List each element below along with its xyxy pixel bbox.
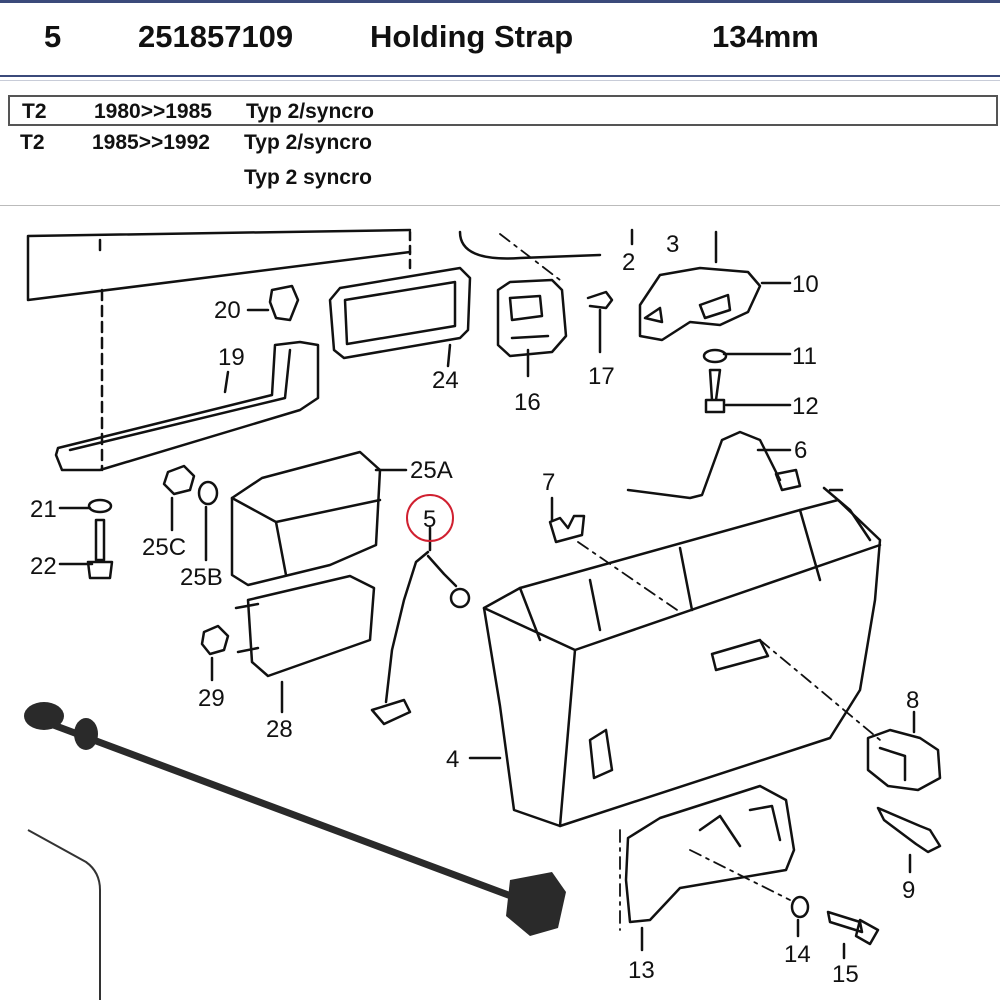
top-border — [0, 0, 1000, 3]
pin-17 — [586, 290, 614, 310]
label-21: 21 — [30, 496, 57, 523]
label-5: 5 — [423, 506, 436, 533]
label-9: 9 — [902, 877, 915, 904]
label-8: 8 — [906, 687, 919, 714]
label-11: 11 — [792, 343, 817, 370]
desc-cell: Typ 2/syncro — [244, 131, 372, 154]
nut-25C — [162, 464, 196, 496]
part-number: 5 — [44, 19, 62, 54]
photo-backdrop-edge — [27, 829, 101, 1000]
label-15: 15 — [832, 961, 859, 988]
header-divider-light — [0, 80, 1000, 81]
latch-16 — [496, 278, 568, 358]
clip-7 — [548, 514, 586, 544]
label-16: 16 — [514, 389, 541, 416]
label-24: 24 — [432, 367, 459, 394]
application-row[interactable]: Typ 2 syncro — [8, 161, 998, 196]
desc-cell: Typ 2 syncro — [244, 166, 372, 189]
label-2: 2 — [622, 249, 635, 276]
label-25A: 25A — [410, 457, 453, 484]
label-19: 19 — [218, 344, 245, 371]
label-20: 20 — [214, 297, 241, 324]
label-28: 28 — [266, 716, 293, 743]
label-17: 17 — [588, 363, 615, 390]
clip-20 — [268, 284, 300, 322]
screw-12 — [704, 368, 726, 414]
nut-29 — [200, 624, 230, 656]
highlight-circle — [406, 494, 454, 542]
trim-strip-19 — [54, 340, 320, 472]
label-22: 22 — [30, 553, 57, 580]
label-12: 12 — [792, 393, 819, 420]
part-header: 5 251857109 Holding Strap 134mm — [0, 3, 1000, 73]
label-10: 10 — [792, 271, 819, 298]
glovebox-4 — [482, 498, 882, 828]
washer-25B — [197, 480, 219, 506]
years-cell: 1985>>1992 — [92, 131, 210, 154]
application-row[interactable]: T2 1980>>1985 Typ 2/syncro — [8, 95, 998, 126]
cover-25A — [230, 450, 382, 587]
label-14: 14 — [784, 941, 811, 968]
washer-14 — [790, 895, 810, 919]
screw-15 — [826, 910, 880, 946]
grille-28 — [246, 574, 376, 678]
label-4: 4 — [446, 746, 459, 773]
part-name: Holding Strap — [370, 19, 574, 54]
label-25B: 25B — [180, 564, 223, 591]
washer-21 — [87, 498, 113, 514]
header-divider — [0, 75, 1000, 77]
label-7: 7 — [542, 469, 555, 496]
years-cell: 1980>>1985 — [94, 100, 212, 123]
part-code: 251857109 — [138, 19, 294, 54]
part-size: 134mm — [712, 19, 819, 54]
strap-5-diagram — [384, 550, 430, 704]
model-cell: T2 — [22, 100, 47, 123]
screw-22 — [86, 518, 114, 580]
frame-24 — [328, 266, 472, 360]
application-row[interactable]: T2 1985>>1992 Typ 2/syncro — [8, 126, 998, 161]
cable-6 — [626, 430, 782, 500]
application-table: T2 1980>>1985 Typ 2/syncro T2 1985>>1992… — [8, 95, 998, 196]
desc-cell: Typ 2/syncro — [246, 100, 374, 123]
label-29: 29 — [198, 685, 225, 712]
bracket-13 — [624, 784, 796, 924]
label-13: 13 — [628, 957, 655, 984]
key-9 — [876, 806, 942, 854]
strap-photo — [24, 702, 566, 936]
switch-8 — [866, 728, 942, 792]
bracket-10 — [638, 266, 762, 342]
washer-11 — [702, 348, 728, 364]
table-divider — [0, 205, 1000, 206]
label-6: 6 — [794, 437, 807, 464]
model-cell: T2 — [20, 131, 45, 154]
label-25C: 25C — [142, 534, 186, 561]
dashboard-panel — [26, 228, 412, 302]
label-3: 3 — [666, 231, 679, 258]
